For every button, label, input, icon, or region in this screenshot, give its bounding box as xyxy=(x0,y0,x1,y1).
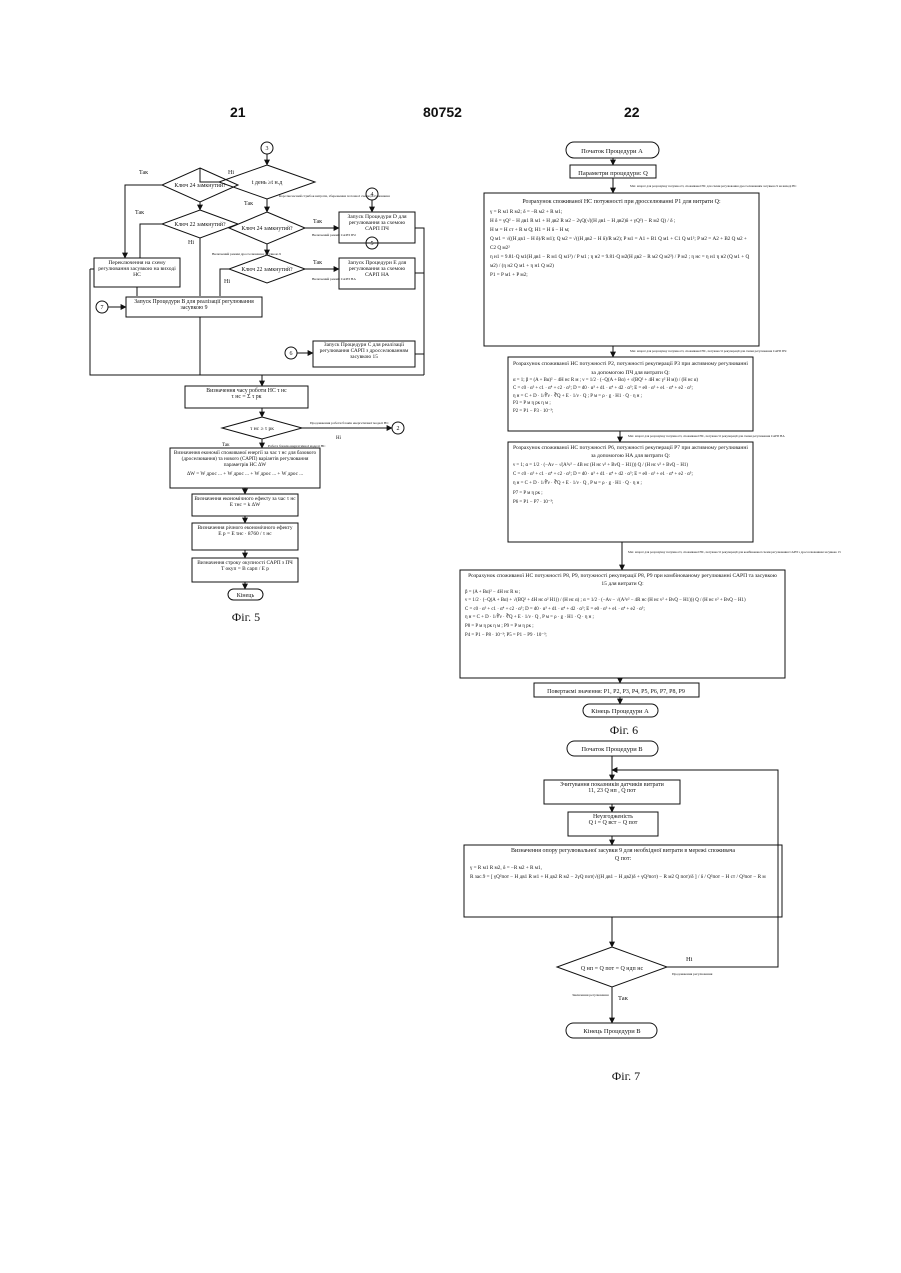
fig6-note3: Мат. апарат для розрахунку потужності, с… xyxy=(628,434,785,439)
box-annual-eq: E р = E τнс · 8760 / τ нс xyxy=(192,531,298,537)
box-procedure-c: Запуск Процедури С для реалізації регулю… xyxy=(313,341,415,361)
block3-line: ν = 1; α = 1/2 · (−Aν − √(A²ν² − 4B нс (… xyxy=(513,461,748,470)
fig7-note-yes: Закінчення регулювання xyxy=(572,993,609,997)
fig6-params: Параметри процедури: Q xyxy=(578,170,648,177)
decision-time: τ нс ≥ τ рк xyxy=(250,426,274,432)
block2-line: C = c0 · α³ + c1 · α⁴ + c2 · α⁵; D = d0 … xyxy=(513,385,748,393)
box-time-wrap: Визначення часу роботи НС τ нс τ нс = Σ … xyxy=(185,386,308,400)
fig5-caption: Фіг. 5 xyxy=(232,610,260,624)
block4-line: P4 = P1 − P8 · 10⁻³; P5 = P1 − P9 · 10⁻³… xyxy=(465,632,780,641)
fig7-no-label: Ні xyxy=(686,956,693,963)
yes-label: Так xyxy=(135,210,144,216)
block3-line: P7 = P м η рк ; xyxy=(513,489,748,498)
fig6-caption: Фіг. 6 xyxy=(610,723,638,737)
no-label: Ні xyxy=(224,279,230,285)
decision-key22-mid: Ключ 22 замкнутий? xyxy=(241,266,293,273)
block1-title: Розрахунок споживаної НС потужності при … xyxy=(490,197,753,208)
block2-line: η н = C + D · 1/∛ν · ∛Q + E · 1/ν · Q ; … xyxy=(513,393,748,401)
no-label: Ні xyxy=(336,436,342,441)
block3-line: C = c0 · α³ + c1 · α⁴ + c2 · α⁵; D = d0 … xyxy=(513,470,748,479)
block4-line: ν = 1/2 · (−Q(A + Bα) + √(BQ² + 4H нс α²… xyxy=(465,597,780,606)
box-annual-wrap: Визначення річного економічного ефекту E… xyxy=(192,523,298,537)
decision-tday: t день ≥t н.д xyxy=(252,180,283,186)
box-payback-wrap: Визначення строку окупності САРП з ПЧ T … xyxy=(192,558,298,572)
fig7-caption: Фіг. 7 xyxy=(612,1069,640,1083)
connector-7: 7 xyxy=(101,305,104,311)
block4-line: C = c0 · α³ + c1 · α⁴ + c2 · α⁵; D = d0 … xyxy=(465,606,780,615)
block4-line: β = (A + Bα)² − 4H нс R м ; xyxy=(465,589,780,598)
block4-line: P8 = P м η рк η м ; P9 = P м η рк ; xyxy=(465,623,780,632)
connector-3: 3 xyxy=(266,146,269,152)
connector-4: 4 xyxy=(371,192,374,198)
fig7-end: Кінець Процедури В xyxy=(583,1028,641,1035)
no-label: Ні xyxy=(228,170,234,176)
fig7-mismatch-eq: Q i = Q вст − Q пот xyxy=(568,820,658,826)
fig6-block3: Розрахунок споживаної НС потужності P6, … xyxy=(510,444,751,508)
block1-line: P1 = P м1 + P м2; xyxy=(490,271,753,280)
no-label: Ні xyxy=(188,240,194,246)
block1-line: γ = R м1 R м2; δ = −R м2 + R м1; xyxy=(490,208,753,217)
block2-title: Розрахунок споживаної НС потужності P2, … xyxy=(513,360,748,377)
box-time-eq: τ нс = Σ τ рк xyxy=(185,394,308,400)
block3-line: P6 = P1 − P7 · 10⁻³; xyxy=(513,498,748,507)
yes-label: Так xyxy=(313,219,322,225)
fig7-calc-title: Визначення опору регулювальної засувки 9… xyxy=(470,848,776,864)
fig5-end: Кінець xyxy=(237,593,255,599)
connector-2: 2 xyxy=(397,426,400,432)
fig6-note1: Мат. апарат для розрахунку потужності, с… xyxy=(630,184,797,189)
fig7-calc-wrap: Визначення опору регулювальної засувки 9… xyxy=(466,847,780,884)
yes-label: Так xyxy=(139,170,148,176)
box-econ-wrap: Визначення економії споживаної енергії з… xyxy=(170,448,320,479)
block4-title: Розрахунок споживаної НС потужності P8, … xyxy=(465,573,780,589)
block2-line: P3 = P м η рк η м ; xyxy=(513,400,748,408)
block4-line: η н = C + D · 1/∛ν · ∛Q + E · 1/ν · Q , … xyxy=(465,614,780,623)
fig6-block4: Розрахунок споживаної НС потужності P8, … xyxy=(462,572,783,641)
box-econ-eq: ΔW = W дрос ... + W дрос ... + W дрос ..… xyxy=(172,471,318,477)
connector-6: 6 xyxy=(290,351,293,357)
fig6-block1: Розрахунок споживаної НС потужності при … xyxy=(486,195,757,282)
fig7-calc-line: R зас.9 = [ γQ²пот − H дв1 R м1 + H дв2 … xyxy=(470,873,776,883)
fig6-block2: Розрахунок споживаної НС потужності P2, … xyxy=(510,359,751,416)
note-valve: Включений режим дросселювання засувкою 9 xyxy=(212,252,281,256)
fig6-return: Повертаємі значення: P1, P2, P3, P4, P5,… xyxy=(547,689,685,695)
box-payback-eq: T окуп = B сарп / E р xyxy=(192,566,298,572)
fig6-end: Кінець Процедури А xyxy=(591,708,649,715)
fig7-read-box: Зчитування показників датчиків витрати 1… xyxy=(544,780,680,796)
box-switch: Переключення на схему регулювання засувк… xyxy=(94,258,180,280)
box-effect-eq: E τнс = k ΔW xyxy=(192,502,298,508)
fig7-mismatch-wrap: Неузгодженість Q i = Q вст − Q пот xyxy=(568,812,658,826)
block1-line: η н1 = 9.81·Q м1(H дв1 − R м1 Q м1²) / P… xyxy=(490,253,753,271)
decision-key24-left: Ключ 24 замкнутий? xyxy=(174,182,226,189)
box-procedure-b: Запуск Процедури В для реалізації регулю… xyxy=(126,297,262,313)
fig7-start: Початок Процедури В xyxy=(581,746,643,753)
fig6-note2: Мат. апарат для розрахунку потужності, с… xyxy=(630,349,786,354)
block1-line: H δ = γQ² − H дв1 R м1 + H дв2 R м2 − 2γ… xyxy=(490,217,753,226)
box-econ: Визначення економії споживаної енергії з… xyxy=(172,450,318,468)
block3-title: Розрахунок споживаної НС потужності P6, … xyxy=(513,445,748,461)
decision-key24-mid: Ключ 24 замкнутий? xyxy=(241,225,293,232)
fig6-start: Початок Процедури А xyxy=(581,148,643,155)
fig7-note-no: Продовження регулювання xyxy=(672,972,713,976)
block1-line: H м = H ст + R м Q; H1 = H δ − H м; xyxy=(490,226,753,235)
box-effect-wrap: Визначення економічного ефекту за час τ … xyxy=(192,494,298,508)
fig6-note4: Мат. апарат для розрахунку потужності, с… xyxy=(628,550,841,555)
yes-label: Так xyxy=(313,260,322,266)
box-procedure-e: Запуск Процедури E для регулювання за сх… xyxy=(339,258,415,280)
block1-line: Q м1 = √((H дв1 − H δ)/R м1); Q м2 = √((… xyxy=(490,235,753,253)
block3-line: η н = C + D · 1/∛ν · ∛Q + E · 1/ν · Q , … xyxy=(513,479,748,488)
block2-line: α = 1; β = (A + Bα)² − 4H нс R м ; ν = 1… xyxy=(513,377,748,385)
box-procedure-d: Запуск Процедури D для регулювання за сх… xyxy=(339,212,415,234)
fig7-calc-line: γ = R м1 R м2, δ = −R м2 + R м1, xyxy=(470,864,776,874)
block2-line: P2 = P1 − P3 · 10⁻³; xyxy=(513,408,748,416)
yes-label: Так xyxy=(244,201,253,207)
note-continue: Продовження роботи блоків енергетичної м… xyxy=(310,421,389,425)
fig7-yes-label: Так xyxy=(618,995,629,1002)
fig7-decision: Q нп = Q пот = Q ндп нс xyxy=(581,966,644,972)
box-switch-fo: Переключення на схему регулювання засувк… xyxy=(94,258,180,287)
decision-key22-left: Ключ 22 замкнутий? xyxy=(174,221,226,228)
